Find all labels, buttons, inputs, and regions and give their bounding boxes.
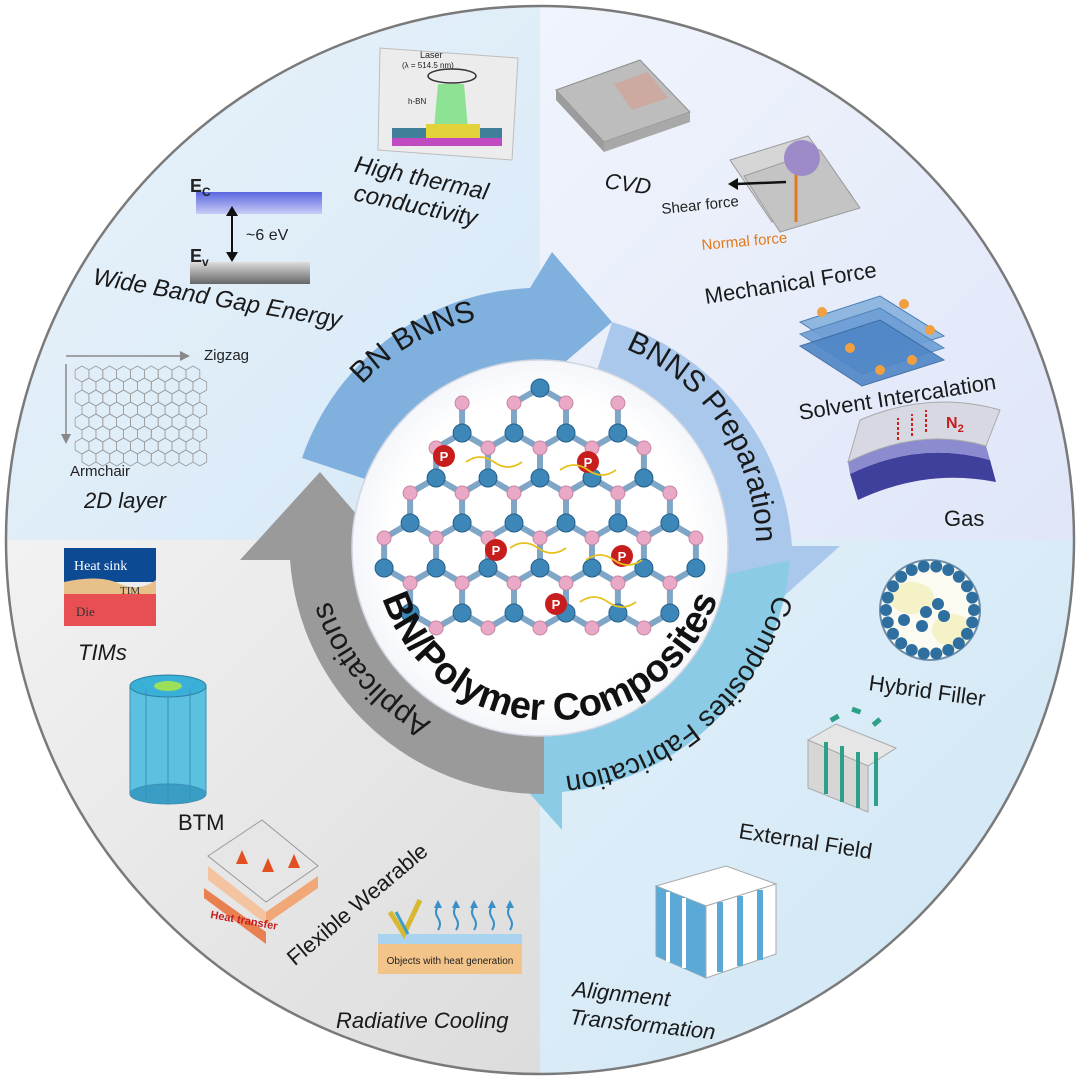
external-field-figure: [806, 706, 898, 813]
radiative-cooling-figure: Objects with heat generation: [378, 898, 522, 974]
tims-label: TIMs: [78, 640, 127, 665]
btm-figure: [129, 674, 207, 805]
armchair-label: Armchair: [70, 463, 130, 480]
tims-figure: Heat sink TIM Die: [64, 548, 156, 626]
gas-label: Gas: [944, 506, 984, 531]
outer-circle: [4, 4, 1076, 1076]
ring-arrow-bn-bnns: [302, 252, 612, 484]
objects-heat-text: Objects with heat generation: [387, 956, 514, 967]
ec-label: EC: [190, 176, 211, 199]
radiative-cooling-label: Radiative Cooling: [336, 1008, 509, 1033]
n2-label: N2: [946, 415, 964, 435]
solvent-intercalation-figure: [798, 295, 946, 387]
thermal-conductivity-figure: Laser (λ = 514.5 nm) h-BN: [377, 47, 519, 161]
thermal-laser-text: Laser: [420, 50, 443, 60]
band-gap-figure: EC Ev ~6 eV: [190, 176, 322, 284]
svg-text:P: P: [618, 549, 627, 564]
mechanical-force-figure: Shear force Normal force: [661, 135, 861, 254]
thermal-wavelength-text: (λ = 514.5 nm): [402, 61, 454, 70]
ev-label: Ev: [190, 246, 209, 269]
thermal-material-text: h-BN: [408, 97, 426, 106]
cvd-figure: [555, 59, 691, 152]
die-text: Die: [76, 604, 95, 619]
tim-text: TIM: [120, 585, 140, 597]
svg-text:P: P: [440, 449, 449, 464]
heat-sink-text: Heat sink: [74, 559, 127, 574]
svg-text:P: P: [492, 543, 501, 558]
gas-figure: N2: [847, 401, 1001, 500]
2d-layer-label: 2D layer: [83, 488, 168, 513]
btm-label: BTM: [178, 810, 224, 835]
alignment-transformation-figure: [654, 865, 778, 979]
svg-text:P: P: [552, 597, 561, 612]
svg-text:P: P: [584, 455, 593, 470]
zigzag-label: Zigzag: [204, 347, 249, 364]
hbn-lattice: P P P P P: [374, 378, 706, 636]
band-gap-value: ~6 eV: [246, 227, 289, 244]
2d-layer-figure: Zigzag Armchair: [61, 347, 249, 480]
hybrid-filler-figure: [879, 559, 981, 661]
